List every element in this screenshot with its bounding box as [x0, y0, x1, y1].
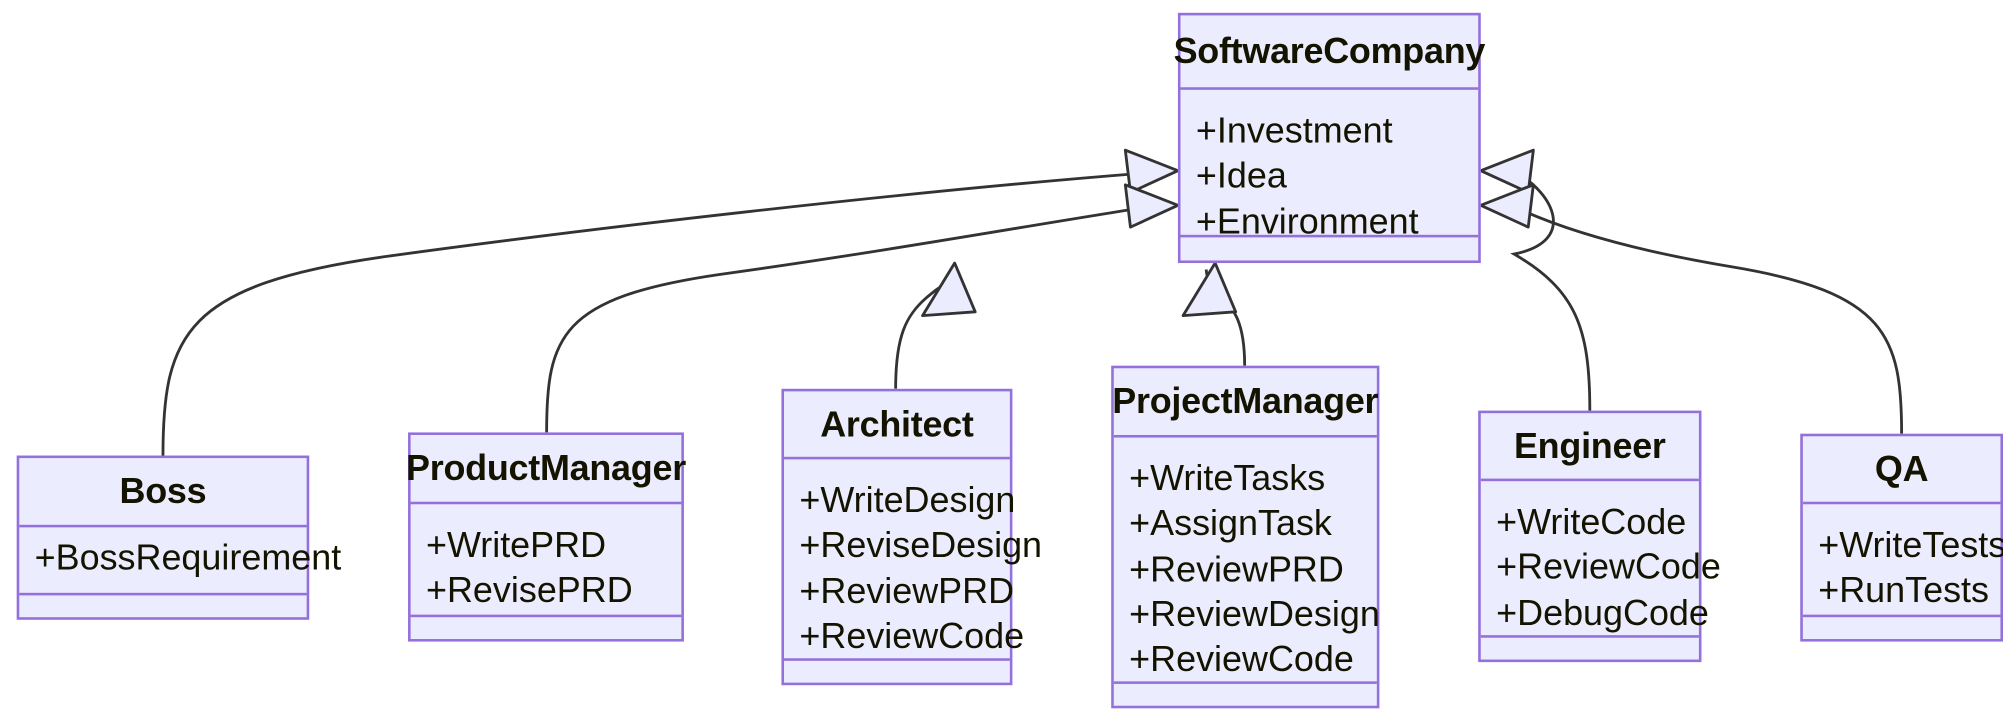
class-attribute: +ReviewCode	[1496, 546, 1721, 587]
class-attribute: +WriteDesign	[799, 479, 1016, 520]
edge-boss-to-softwarecompany	[161, 171, 1143, 456]
class-attribute: +AssignTask	[1129, 503, 1332, 544]
class-attributes-qa: +WriteTests +RunTests	[1802, 504, 2003, 618]
inheritance-arrowhead-qa	[1479, 183, 1535, 229]
class-title-engineer: Engineer	[1480, 413, 1699, 482]
class-attributes-architect: +WriteDesign +ReviseDesign +ReviewPRD +R…	[784, 459, 1043, 661]
class-box-product-manager[interactable]: ProductManager +WritePRD +RevisePRD	[406, 432, 686, 642]
class-attribute: +ReviewPRD	[1129, 548, 1344, 589]
class-attribute: +WriteTests	[1818, 524, 2003, 565]
class-attribute: +ReviseDesign	[799, 525, 1043, 565]
class-attribute: +BossRequirement	[34, 537, 342, 578]
inheritance-arrowhead-architect	[921, 261, 977, 318]
class-attribute: +Idea	[1195, 155, 1287, 196]
class-attributes-project-manager: +WriteTasks +AssignTask +ReviewPRD +Revi…	[1113, 438, 1380, 684]
class-attribute: +ReviewCode	[799, 615, 1025, 656]
class-box-engineer[interactable]: Engineer +WriteCode +ReviewCode +DebugCo…	[1478, 410, 1721, 663]
class-methods-qa	[1803, 617, 2001, 645]
class-box-qa[interactable]: QA +WriteTests +RunTests	[1800, 433, 2003, 645]
class-attributes-boss: +BossRequirement	[19, 527, 342, 596]
class-title-boss: Boss	[19, 458, 307, 528]
class-attribute: +RunTests	[1818, 570, 1989, 610]
class-attribute: +ReviewCode	[1129, 639, 1354, 679]
class-attribute: +ReviewPRD	[799, 570, 1015, 611]
inheritance-arrowhead-boss	[1123, 148, 1180, 194]
class-box-boss[interactable]: Boss +BossRequirement	[16, 455, 342, 623]
class-methods-architect	[784, 661, 1010, 689]
class-attribute: +WriteCode	[1496, 501, 1687, 542]
class-title-architect: Architect	[784, 391, 1010, 460]
class-title-qa: QA	[1802, 436, 2001, 505]
class-box-architect[interactable]: Architect +WriteDesign +ReviseDesign +Re…	[781, 388, 1043, 686]
class-attribute: +DebugCode	[1496, 592, 1709, 632]
class-attribute: +WritePRD	[426, 524, 607, 565]
class-attributes-engineer: +WriteCode +ReviewCode +DebugCode	[1480, 481, 1721, 638]
class-title-software-company: SoftwareCompany	[1174, 15, 1485, 90]
edge-qa-to-softwarecompany	[1516, 206, 1904, 434]
class-attribute: +Environment	[1195, 200, 1419, 241]
class-methods-engineer	[1481, 638, 1699, 666]
inheritance-arrowhead-productmanager	[1123, 183, 1180, 229]
class-attribute: +ReviewDesign	[1129, 593, 1380, 634]
edge-productmanager-to-softwarecompany	[545, 206, 1143, 433]
class-box-software-company[interactable]: SoftwareCompany +Investment +Idea +Envir…	[1174, 12, 1485, 264]
class-methods-boss	[19, 595, 306, 623]
class-methods-project-manager	[1114, 684, 1377, 712]
class-attribute: +Investment	[1195, 110, 1393, 151]
class-attributes-product-manager: +WritePRD +RevisePRD	[410, 504, 682, 618]
class-title-product-manager: ProductManager	[406, 435, 686, 505]
class-attributes-software-company: +Investment +Idea +Environment	[1180, 90, 1479, 241]
class-box-project-manager[interactable]: ProjectManager +WriteTasks +AssignTask +…	[1111, 365, 1380, 712]
class-attribute: +RevisePRD	[426, 570, 633, 610]
class-methods-product-manager	[411, 617, 682, 645]
inheritance-arrowhead-projectmanager	[1181, 261, 1238, 318]
class-attribute: +WriteTasks	[1129, 458, 1326, 498]
inheritance-arrowhead-engineer	[1479, 148, 1535, 194]
class-title-project-manager: ProjectManager	[1112, 368, 1379, 438]
edge-engineer-to-softwarecompany	[1510, 171, 1592, 411]
